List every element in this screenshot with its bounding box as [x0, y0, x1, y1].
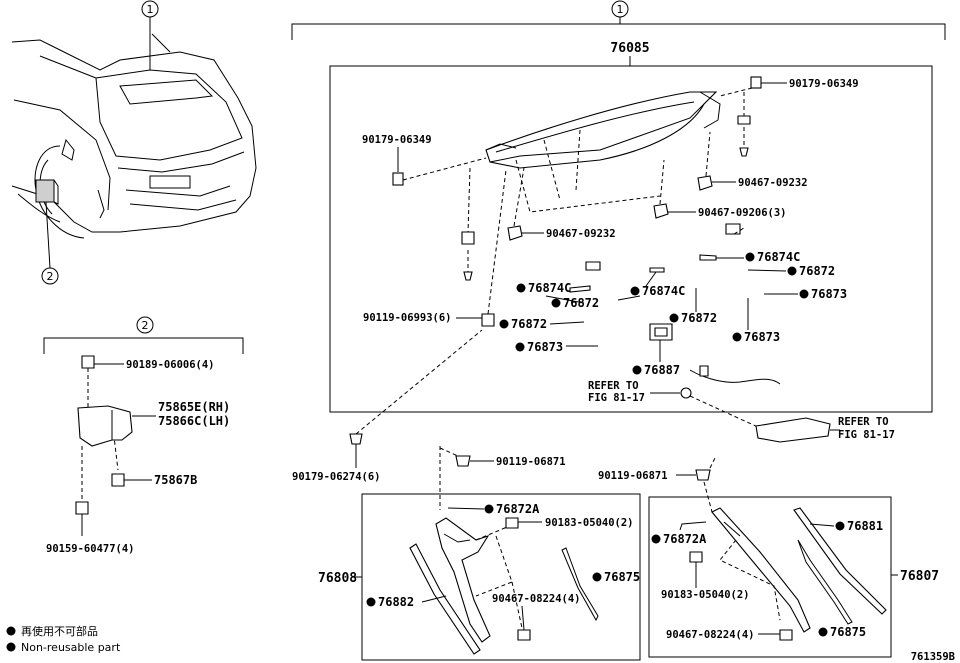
label-90179-06349-right: 90179-06349: [789, 78, 859, 90]
label-refer-to-b: REFER TO: [838, 416, 889, 428]
label-90119-06871-left: 90119-06871: [496, 456, 566, 468]
label-90183-05040-rh: 90183-05040(2): [661, 589, 750, 601]
label-90119-06871-right: 90119-06871: [598, 470, 668, 482]
label-90179-06274: 90179-06274(6): [292, 471, 381, 483]
label-90467-09206: 90467-09206(3): [698, 207, 787, 219]
label-75865e: 75865E(RH): [158, 400, 230, 414]
lh-garnish-box: 76808 76872A 90183-05040(2) 76875 76882 …: [318, 493, 641, 661]
label-76872a-lh: 76872A: [496, 502, 540, 516]
spoiler-assembly-box: 76085 90179-06349 90179-06349 90467-0923…: [329, 41, 933, 429]
label-76807: 76807: [900, 569, 939, 584]
clip-90467-09232-right: [697, 175, 713, 191]
label-76874c-left: 76874C: [528, 281, 571, 295]
legend-english: Non-reusable part: [21, 641, 121, 654]
clip-90189-06006: [81, 355, 95, 369]
label-90159-60477: 90159-60477(4): [46, 543, 135, 555]
label-76882: 76882: [378, 595, 414, 609]
callout-1-label: 1: [147, 3, 154, 16]
label-90179-06349-left: 90179-06349: [362, 134, 432, 146]
group-1-bracket: 1: [291, 0, 946, 40]
non-reusable-dot-icon: [6, 626, 16, 636]
rh-garnish-box: 76807 76881 76872A 90183-05040(2) 90467-…: [648, 496, 939, 658]
label-76872-left: 76872: [563, 296, 599, 310]
bracket-75865e: [77, 405, 133, 447]
label-90183-05040-lh: 90183-05040(2): [545, 517, 634, 529]
legend-japanese: 再使用不可部品: [21, 624, 98, 638]
clip-90467-09232-left: [507, 225, 523, 241]
label-76887: 76887: [644, 363, 680, 377]
label-76873-middle: 76873: [744, 330, 780, 344]
callout-circle-2b: [136, 316, 154, 334]
figure-id: 761359B: [911, 651, 955, 663]
callout-2-label: 2: [47, 270, 54, 283]
group-2-callout: 2: [142, 319, 149, 332]
label-76872-right: 76872: [799, 264, 835, 278]
clip-90179-06349-right: [750, 76, 762, 89]
screw-90119-06871-right-group: 90119-06871: [598, 455, 717, 513]
label-76872-middle: 76872: [681, 311, 717, 325]
label-90467-08224-rh: 90467-08224(4): [666, 629, 755, 641]
clip-90179-06274: [349, 433, 363, 445]
clip-90179-06274-group: 90179-06274(6): [292, 329, 483, 483]
label-76872-lower: 76872: [511, 317, 547, 331]
group-2-section: 2 90189-06006(4) 75865E(RH) 75866C(LH) 7…: [43, 316, 244, 555]
label-76873-right: 76873: [811, 287, 847, 301]
label-fig-81-17-a: FIG 81-17: [588, 392, 645, 404]
non-reusable-dot-icon-2: [6, 642, 16, 652]
screw-90119-06871-left-group: 90119-06871: [439, 446, 566, 510]
label-refer-to-a: REFER TO: [588, 380, 639, 392]
label-76808: 76808: [318, 571, 357, 586]
label-75866c: 75866C(LH): [158, 414, 230, 428]
legend: 再使用不可部品 Non-reusable part: [6, 624, 121, 654]
vehicle-illustration: 1 2: [11, 0, 257, 285]
label-76872a-rh: 76872A: [663, 532, 707, 546]
label-90119-06993: 90119-06993(6): [363, 312, 452, 324]
clip-90119-06993: [481, 313, 495, 327]
label-76873-lower: 76873: [527, 340, 563, 354]
bolt-90159-60477: [75, 501, 89, 515]
stop-lamp-part: REFER TO FIG 81-17: [755, 416, 895, 443]
clip-75867b: [111, 473, 125, 487]
label-76085: 76085: [610, 41, 649, 56]
label-76875-lh: 76875: [604, 570, 640, 584]
clip-90467-09206: [653, 203, 669, 219]
label-75867b: 75867B: [154, 473, 197, 487]
label-fig-81-17-b: FIG 81-17: [838, 429, 895, 441]
label-76874c-right: 76874C: [757, 250, 800, 264]
label-76874c-middle: 76874C: [642, 284, 685, 298]
label-90189-06006: 90189-06006(4): [126, 359, 215, 371]
group-1-callout: 1: [617, 3, 624, 16]
label-90467-08224-lh: 90467-08224(4): [492, 593, 581, 605]
label-76881: 76881: [847, 519, 883, 533]
label-76875-rh: 76875: [830, 625, 866, 639]
label-90467-09232-right: 90467-09232: [738, 177, 808, 189]
clip-90179-06349-left: [392, 172, 404, 186]
label-90467-09232-left: 90467-09232: [546, 228, 616, 240]
